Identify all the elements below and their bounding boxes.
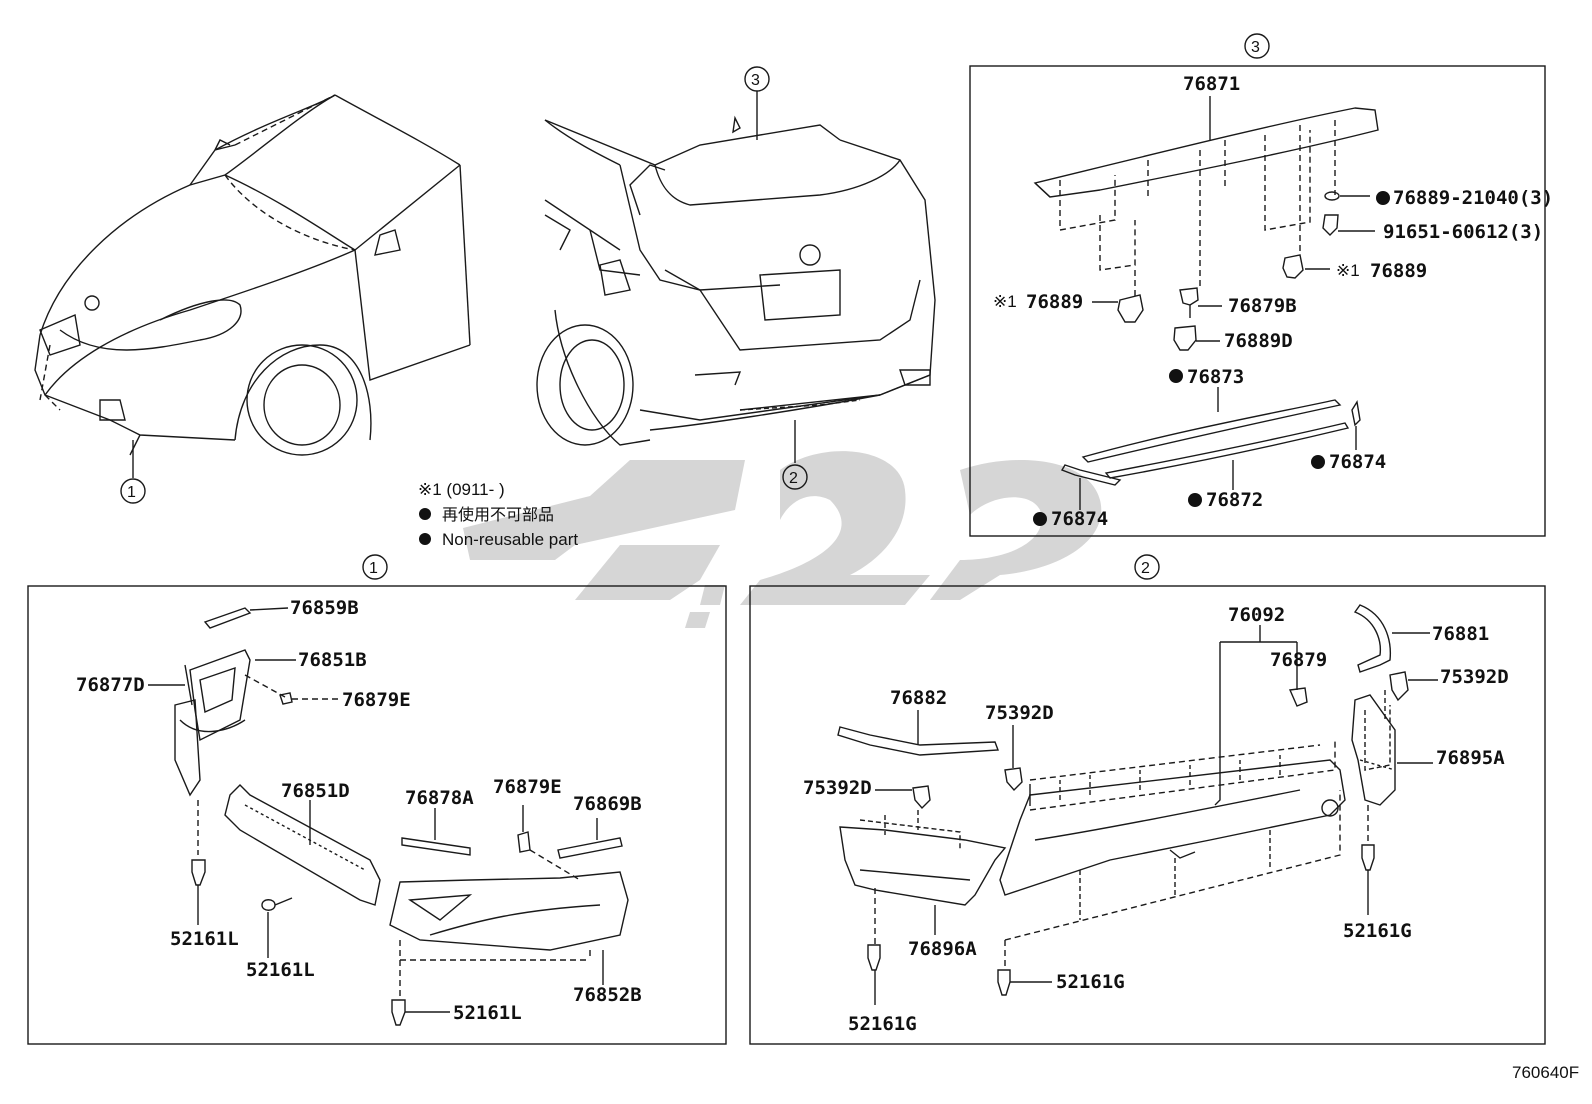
part-52161L-middle[interactable]: 52161L <box>246 959 315 981</box>
callout-1-box: 1 <box>369 560 378 577</box>
callout-3-rear: 3 <box>751 72 760 89</box>
part-76873[interactable]: 76873 <box>1187 366 1244 388</box>
note-jp-non-reusable: 再使用不可部品 <box>442 505 554 524</box>
callout-2-rear: 2 <box>789 470 798 487</box>
box-3-non-reusable-dots <box>1033 191 1390 526</box>
part-76889-21040[interactable]: 76889-21040(3) <box>1393 187 1553 209</box>
part-76881[interactable]: 76881 <box>1432 623 1489 645</box>
leader-2-rear <box>782 420 808 490</box>
part-76852B[interactable]: 76852B <box>573 984 642 1006</box>
part-52161G-right[interactable]: 52161G <box>1343 920 1412 942</box>
part-76889-left[interactable]: 76889 <box>1026 291 1083 313</box>
box-2-drawings <box>837 604 1438 1005</box>
footnote-range: ※1 (0911- ) <box>418 480 505 499</box>
callout-3-box: 3 <box>1251 39 1260 56</box>
part-76859B[interactable]: 76859B <box>290 597 359 619</box>
part-52161G-middle[interactable]: 52161G <box>1056 971 1125 993</box>
non-reusable-bullet-en <box>419 533 431 545</box>
part-91651-60612[interactable]: 91651-60612(3) <box>1383 221 1543 243</box>
box-1-frame <box>27 554 727 1045</box>
part-76896A[interactable]: 76896A <box>908 938 977 960</box>
part-76879[interactable]: 76879 <box>1270 649 1327 671</box>
part-76895A[interactable]: 76895A <box>1436 747 1505 769</box>
diagram-code: 760640F <box>1512 1063 1579 1082</box>
part-52161G-left[interactable]: 52161G <box>848 1013 917 1035</box>
box-3-drawings <box>1033 96 1379 510</box>
part-76874-right[interactable]: 76874 <box>1329 451 1386 473</box>
box-1-drawings <box>148 607 629 1026</box>
part-76851D[interactable]: 76851D <box>281 780 350 802</box>
part-76871[interactable]: 76871 <box>1183 73 1240 95</box>
part-75392D-middle[interactable]: 75392D <box>985 702 1054 724</box>
box-2-frame <box>749 554 1546 1045</box>
leader-1-top <box>120 440 146 504</box>
box-3-frame <box>969 33 1546 537</box>
part-52161L-left[interactable]: 52161L <box>170 928 239 950</box>
rear-car-illustration <box>536 119 936 446</box>
mark-x1-right: ※1 <box>1336 261 1360 280</box>
part-76874-left[interactable]: 76874 <box>1051 508 1108 530</box>
part-76872[interactable]: 76872 <box>1206 489 1263 511</box>
part-76879E-lower[interactable]: 76879E <box>493 776 562 798</box>
part-75392D-left[interactable]: 75392D <box>803 777 872 799</box>
note-en-non-reusable: Non-reusable part <box>442 530 578 549</box>
part-76092[interactable]: 76092 <box>1228 604 1285 626</box>
part-76851B[interactable]: 76851B <box>298 649 367 671</box>
front-car-illustration <box>34 94 471 456</box>
part-52161L-bottom[interactable]: 52161L <box>453 1002 522 1024</box>
non-reusable-bullet-jp <box>419 508 431 520</box>
part-76869B[interactable]: 76869B <box>573 793 642 815</box>
part-76877D[interactable]: 76877D <box>76 674 145 696</box>
part-76889D[interactable]: 76889D <box>1224 330 1293 352</box>
callout-2-box: 2 <box>1141 560 1150 577</box>
part-76882[interactable]: 76882 <box>890 687 947 709</box>
part-76879E-upper[interactable]: 76879E <box>342 689 411 711</box>
leader-3-rear <box>732 66 770 140</box>
part-76878A[interactable]: 76878A <box>405 787 474 809</box>
part-75392D-right[interactable]: 75392D <box>1440 666 1509 688</box>
part-76879B[interactable]: 76879B <box>1228 295 1297 317</box>
callout-1-top: 1 <box>127 484 136 501</box>
mark-x1-left: ※1 <box>993 292 1017 311</box>
part-76889-right[interactable]: 76889 <box>1370 260 1427 282</box>
